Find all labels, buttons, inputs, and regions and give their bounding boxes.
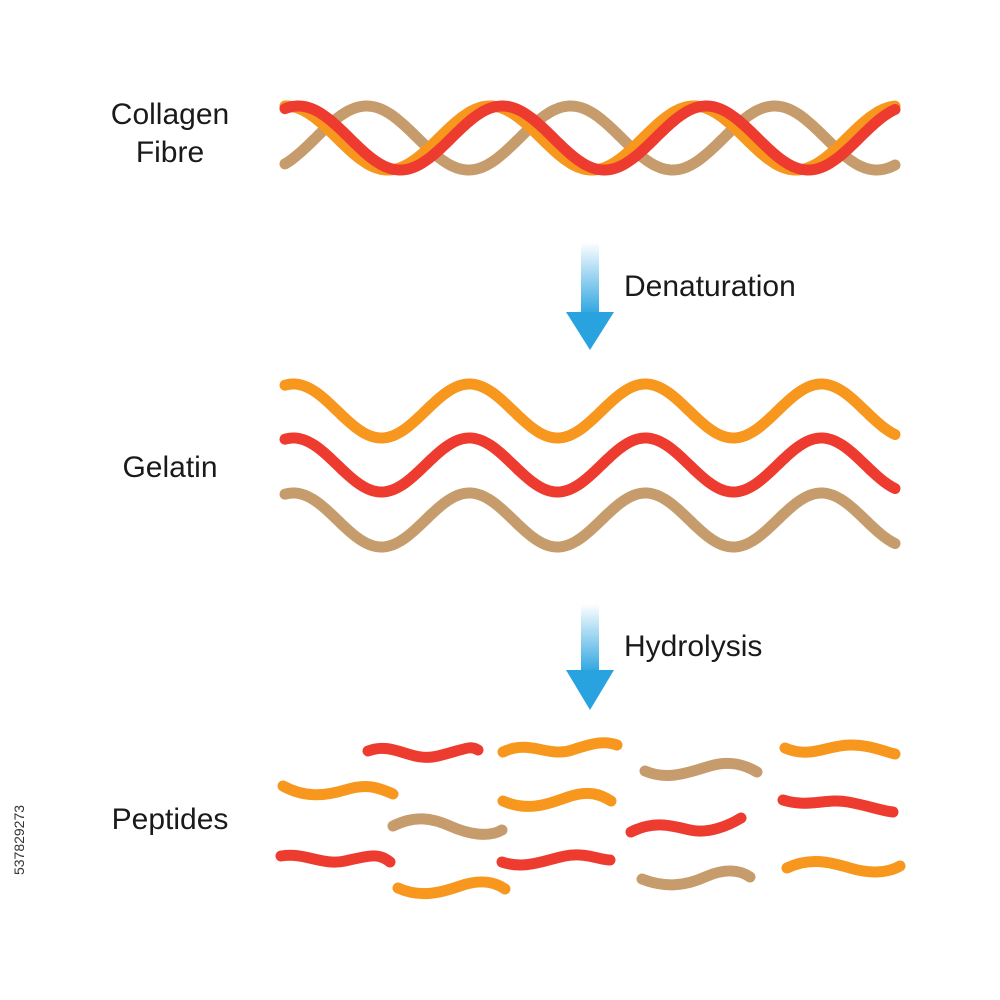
gelatin-strand-red — [279, 432, 901, 498]
peptide-fragment — [392, 876, 511, 900]
stock-id-text: 537829273 — [11, 804, 27, 876]
hydrolysis-label: Hydrolysis — [624, 630, 763, 663]
collagen-fibre-label: Collagen Fibre — [85, 96, 255, 172]
denaturation-label: Denaturation — [624, 270, 796, 303]
peptide-fragment — [387, 813, 508, 840]
denaturation-arrow-icon — [566, 242, 614, 350]
collagen-triple-helix — [279, 100, 901, 176]
gelatin-strands — [279, 378, 901, 553]
peptide-fragment — [636, 865, 756, 891]
collagen-strand-red — [279, 100, 901, 176]
peptide-fragment — [639, 757, 763, 781]
gelatin-strand-tan — [279, 487, 901, 553]
collagen-strand-tan — [279, 100, 901, 176]
collagen-label-line2: Fibre — [135, 136, 205, 169]
peptide-fragment — [625, 812, 747, 838]
peptide-fragment — [779, 739, 901, 760]
peptide-fragment — [497, 737, 623, 758]
peptide-fragment — [275, 849, 396, 868]
hydrolysis-arrow-icon — [566, 604, 614, 710]
peptide-fragments — [275, 737, 906, 900]
peptide-fragment — [496, 849, 616, 871]
collagen-label-line1: Collagen — [110, 98, 230, 131]
peptides-label: Peptides — [111, 803, 229, 836]
peptide-fragment — [781, 856, 906, 878]
stock-id-watermark: 537829273 — [4, 760, 34, 920]
peptide-fragment — [277, 780, 399, 801]
peptide-fragment — [777, 794, 899, 818]
gelatin-strand-orange — [279, 378, 901, 444]
gelatin-label: Gelatin — [122, 451, 218, 484]
peptide-fragment — [362, 742, 484, 763]
peptide-fragment — [497, 787, 617, 812]
